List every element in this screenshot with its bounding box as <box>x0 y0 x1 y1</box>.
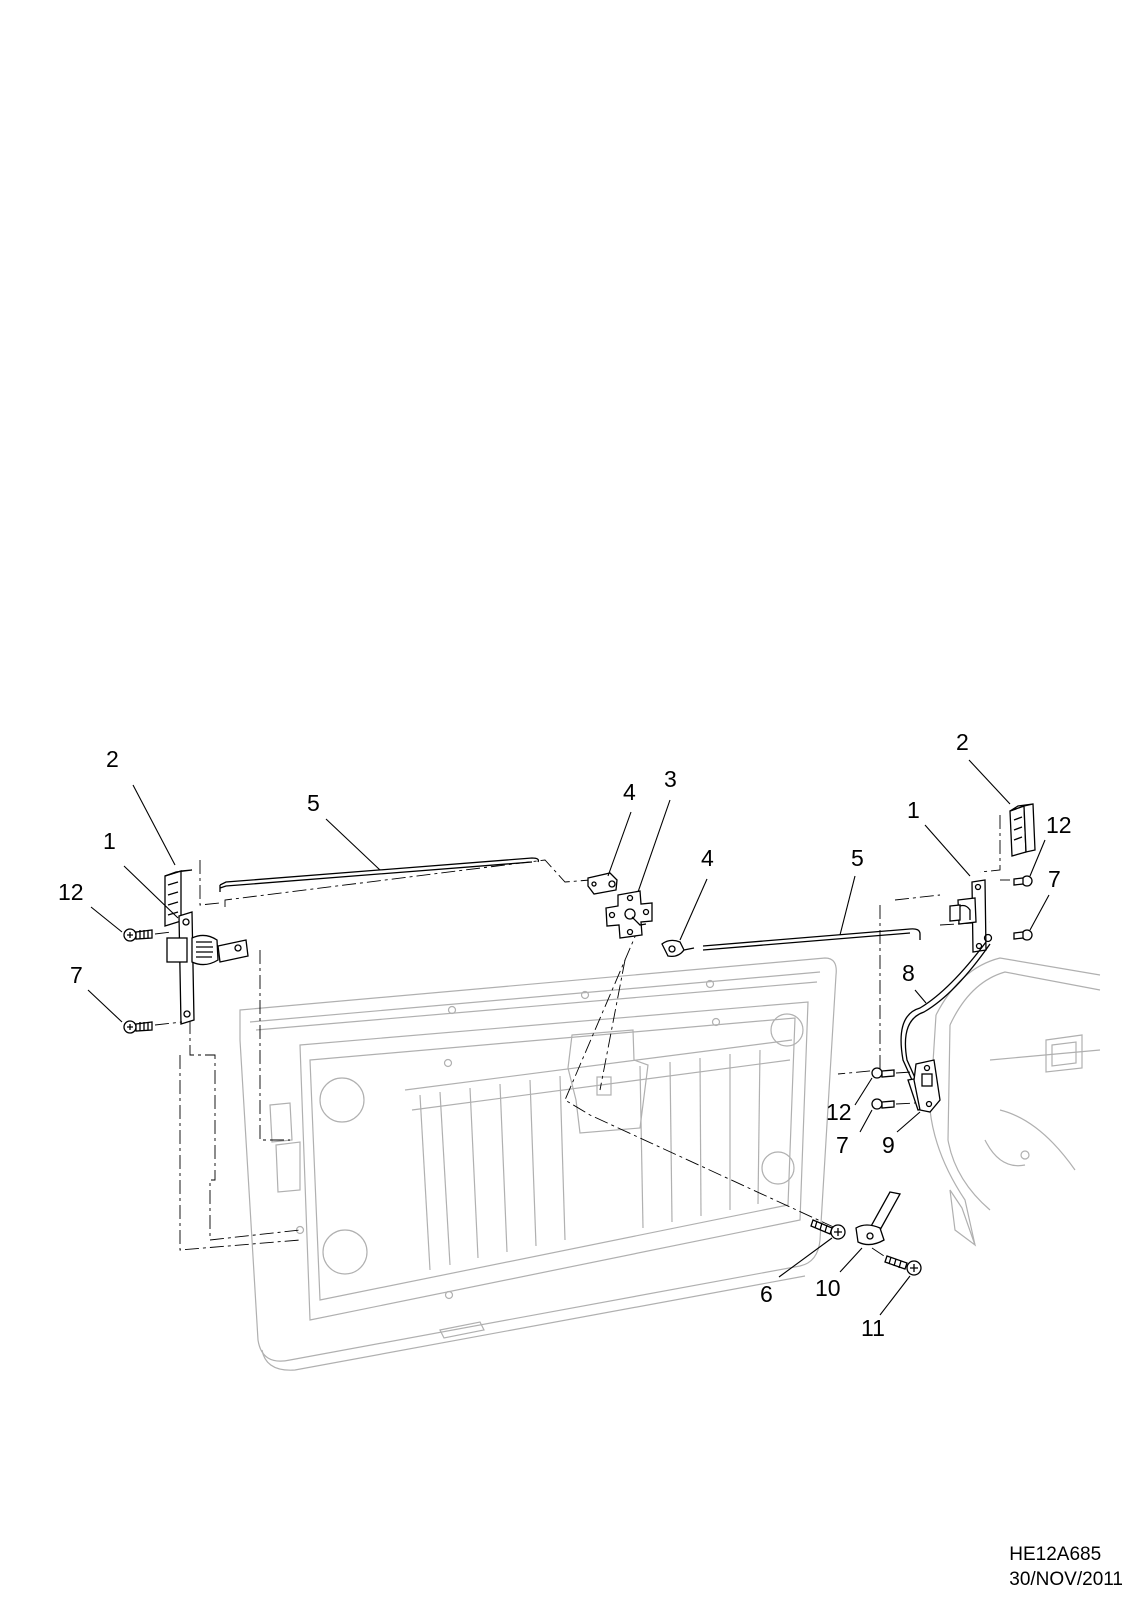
callout-labels: 2 1 12 7 5 4 3 4 5 1 2 12 7 8 12 7 9 6 1… <box>58 729 1072 1341</box>
callout-7-lower: 7 <box>836 1132 849 1158</box>
part-4-mid-clip <box>661 939 695 958</box>
part-7-left-screw <box>123 1020 183 1034</box>
callout-2-right: 2 <box>956 729 969 755</box>
callout-12-lower: 12 <box>826 1099 852 1125</box>
part-2-left-bumper <box>164 869 193 927</box>
part-6-screw <box>810 1219 846 1240</box>
tailgate-panel <box>239 957 837 1371</box>
part-12-lower-screw <box>871 1067 913 1079</box>
part-1-right-latch <box>949 879 987 953</box>
drawing-date: 30/NOV/2011 <box>1009 1569 1123 1590</box>
callout-1-right: 1 <box>907 797 920 823</box>
callout-5-left: 5 <box>307 790 320 816</box>
leader-lines <box>87 759 1050 1316</box>
callout-6: 6 <box>760 1281 773 1307</box>
assembly-guide-lines <box>179 815 1010 1251</box>
callout-7-right: 7 <box>1048 866 1061 892</box>
callout-8: 8 <box>902 960 915 986</box>
part-5-left-rod <box>219 857 540 892</box>
callout-5-right: 5 <box>851 845 864 871</box>
callout-12-right: 12 <box>1046 812 1072 838</box>
callout-10: 10 <box>815 1275 841 1301</box>
part-10-handle <box>855 1191 902 1246</box>
callout-2-left: 2 <box>106 746 119 772</box>
callout-4-mid: 4 <box>701 845 714 871</box>
callout-12-left: 12 <box>58 879 84 905</box>
drawing-footer: HE12A685 30/NOV/2011 <box>1009 1542 1123 1592</box>
drawing-code: HE12A685 <box>1009 1544 1102 1565</box>
part-7-right-screw <box>1013 929 1033 941</box>
callout-7-left: 7 <box>70 962 83 988</box>
callout-1-left: 1 <box>103 828 116 854</box>
part-12-right-screw <box>1013 875 1033 887</box>
callout-4-top: 4 <box>623 779 636 805</box>
part-3-center-latch <box>605 890 653 939</box>
truck-bed-corner <box>929 957 1101 1247</box>
part-11-screw <box>871 1247 922 1276</box>
part-1-left-latch <box>166 911 249 1025</box>
part-7-lower-screw <box>871 1098 916 1110</box>
callout-9: 9 <box>882 1132 895 1158</box>
tailgate-ribs <box>419 1049 761 1271</box>
part-4-top-clip <box>587 872 618 895</box>
part-2-right-bumper <box>1009 803 1036 857</box>
part-12-left-screw <box>123 928 173 942</box>
callout-11: 11 <box>861 1315 885 1341</box>
part-9-bracket <box>913 1059 941 1113</box>
part-5-right-rod <box>702 928 921 951</box>
callout-3: 3 <box>664 766 677 792</box>
